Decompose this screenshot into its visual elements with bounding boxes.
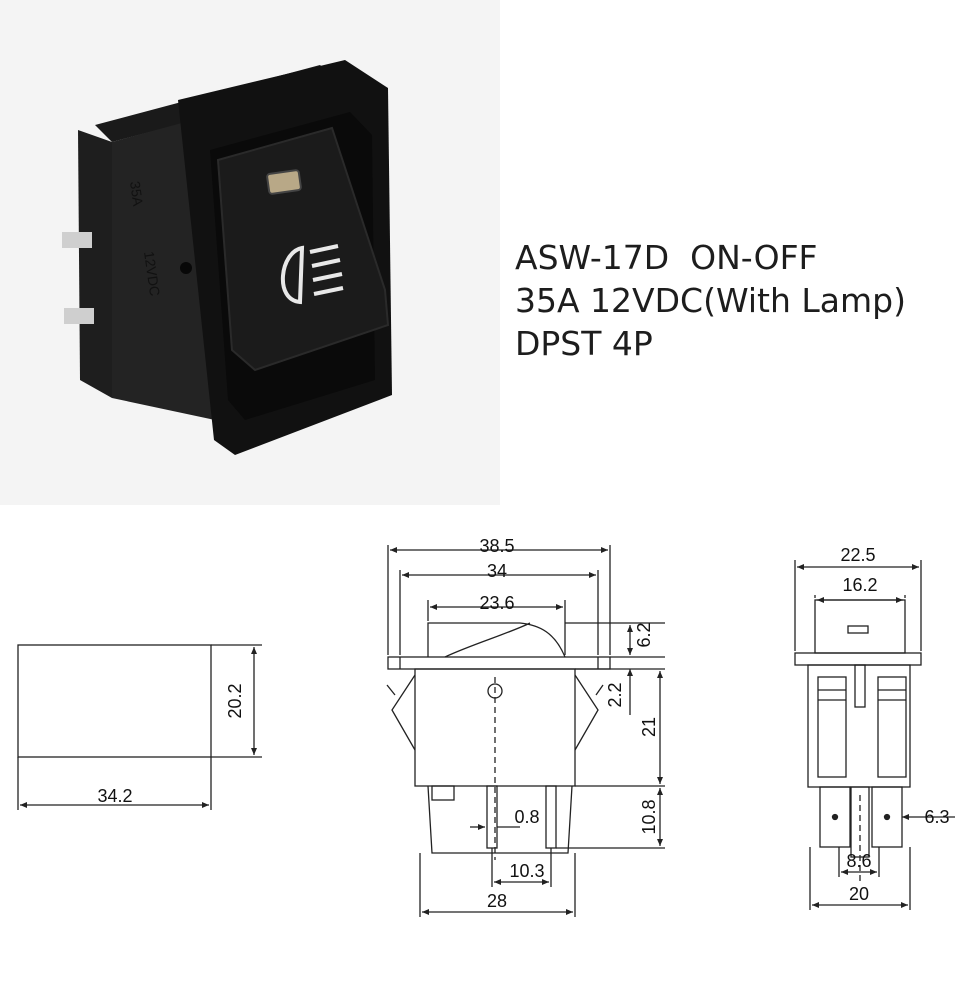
label-end-terminal-width: 6.3 bbox=[924, 807, 949, 827]
label-housing-width: 34 bbox=[487, 561, 507, 581]
cutout-height-label: 20.2 bbox=[225, 683, 245, 718]
label-rocker-height: 6.2 bbox=[634, 622, 654, 647]
side-rocker-slope bbox=[444, 622, 531, 658]
side-bezel bbox=[387, 656, 611, 670]
side-rocker bbox=[427, 622, 566, 658]
label-base-width: 28 bbox=[487, 891, 507, 911]
lamp-window bbox=[266, 169, 302, 195]
end-lamp-slot bbox=[847, 625, 869, 634]
housing-left-side bbox=[78, 130, 112, 398]
label-end-base-width: 20 bbox=[849, 884, 869, 904]
label-rocker-width: 23.6 bbox=[479, 593, 514, 613]
end-body bbox=[807, 664, 911, 788]
end-contact-left bbox=[817, 676, 847, 778]
label-body-height: 21 bbox=[639, 717, 659, 737]
end-view-drawing bbox=[794, 560, 955, 910]
side-view-drawing bbox=[386, 545, 665, 917]
technical-drawings: 34.2 20.2 bbox=[17, 536, 955, 917]
side-base bbox=[427, 785, 573, 854]
side-hole bbox=[180, 262, 192, 274]
label-terminal-length: 10.8 bbox=[639, 799, 659, 834]
end-contact-right bbox=[877, 676, 907, 778]
label-end-inner-width: 16.2 bbox=[842, 575, 877, 595]
cutout-outline bbox=[17, 644, 212, 758]
spec-rating: 35A 12VDC(With Lamp) bbox=[515, 281, 906, 320]
housing-print-current: 35A bbox=[127, 180, 146, 208]
side-terminal-left bbox=[431, 785, 455, 801]
side-clip-left bbox=[386, 674, 416, 751]
end-center-pin bbox=[854, 664, 866, 708]
end-bezel bbox=[794, 652, 922, 666]
label-terminal-thickness: 0.8 bbox=[514, 807, 539, 827]
label-bezel-thickness: 2.2 bbox=[605, 682, 625, 707]
terminal-upper bbox=[62, 232, 92, 248]
side-clip-right bbox=[574, 674, 604, 751]
label-end-terminal-spacing: 8.6 bbox=[846, 851, 871, 871]
rocker-switch-photo: 35A 12VDC bbox=[62, 60, 392, 455]
product-photo: 35A 12VDC bbox=[0, 0, 500, 505]
housing-print-voltage: 12VDC bbox=[141, 250, 163, 297]
product-specs: ASW-17D ON-OFF 35A 12VDC(With Lamp) DPST… bbox=[515, 236, 906, 365]
label-end-overall-width: 22.5 bbox=[840, 545, 875, 565]
cutout-width-label: 34.2 bbox=[97, 786, 132, 806]
spec-configuration: DPST 4P bbox=[515, 324, 653, 363]
side-terminal-right bbox=[545, 785, 557, 849]
panel-cutout-drawing bbox=[17, 644, 262, 810]
terminal-lower bbox=[64, 308, 94, 324]
end-terminal-left bbox=[819, 786, 851, 848]
spec-model: ASW-17D ON-OFF bbox=[515, 238, 818, 277]
label-overall-width: 38.5 bbox=[479, 536, 514, 556]
fog-light-icon bbox=[281, 244, 344, 305]
label-terminal-pitch: 10.3 bbox=[509, 861, 544, 881]
